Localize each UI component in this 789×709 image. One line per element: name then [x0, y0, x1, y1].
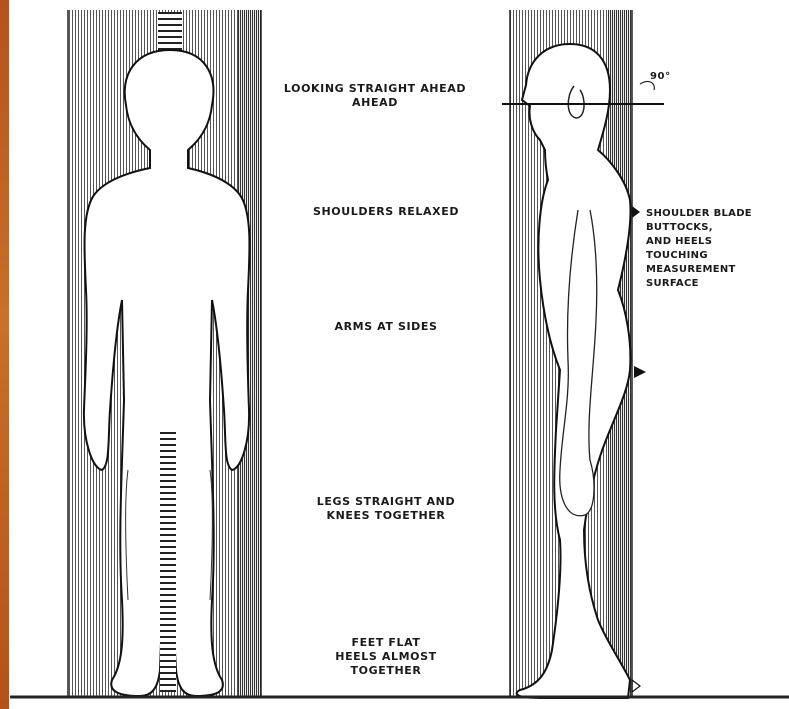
label-looking-straight-ahead: LOOKING STRAIGHT AHEAD AHEAD	[270, 82, 480, 110]
label-feet-flat: FEET FLAT HEELS ALMOST TOGETHER	[306, 636, 466, 678]
buttocks-contact-marker	[634, 366, 646, 378]
heel-contact-marker	[632, 680, 640, 692]
label-arms-at-sides: ARMS AT SIDES	[296, 320, 476, 334]
label-shoulders-relaxed: SHOULDERS RELAXED	[286, 205, 486, 219]
shoulder-contact-marker	[632, 206, 640, 218]
label-angle: 90°	[650, 70, 671, 84]
label-contact-points: SHOULDER BLADE BUTTOCKS, AND HEELS TOUCH…	[646, 207, 752, 291]
label-legs-straight: LEGS STRAIGHT AND KNEES TOGETHER	[296, 495, 476, 523]
